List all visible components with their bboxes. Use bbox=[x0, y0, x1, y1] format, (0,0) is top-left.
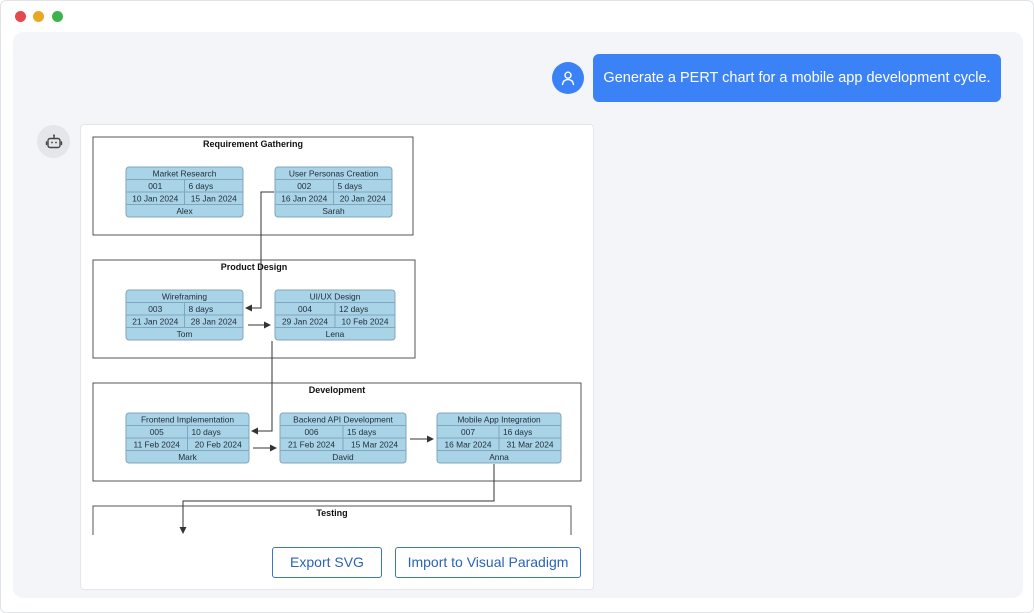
task-duration: 15 days bbox=[347, 427, 376, 437]
task-name: Wireframing bbox=[162, 292, 207, 302]
task-code: 006 bbox=[305, 427, 319, 437]
task-node-frontend-implementation: Frontend Implementation 005 10 days 11 F… bbox=[125, 412, 250, 464]
task-owner: David bbox=[332, 452, 354, 462]
task-end: 20 Feb 2024 bbox=[195, 440, 242, 450]
task-node-ui-ux-design: UI/UX Design 004 12 days 29 Jan 2024 10 … bbox=[274, 289, 396, 341]
task-end: 15 Mar 2024 bbox=[351, 440, 398, 450]
task-end: 28 Jan 2024 bbox=[191, 317, 237, 327]
task-owner: Lena bbox=[326, 329, 345, 339]
group-label-requirement-gathering: Requirement Gathering bbox=[203, 139, 303, 149]
task-duration: 6 days bbox=[189, 181, 214, 191]
task-start: 21 Feb 2024 bbox=[288, 440, 335, 450]
pert-chart-svg: Requirement Gathering Product Design Dev… bbox=[92, 136, 582, 535]
task-code: 005 bbox=[150, 427, 164, 437]
task-duration: 16 days bbox=[503, 427, 532, 437]
close-window-button[interactable] bbox=[15, 11, 26, 22]
task-start: 21 Jan 2024 bbox=[132, 317, 178, 327]
task-name: Backend API Development bbox=[293, 415, 393, 425]
task-name: Frontend Implementation bbox=[141, 415, 234, 425]
task-node-wireframing: Wireframing 003 8 days 21 Jan 2024 28 Ja… bbox=[125, 289, 244, 341]
pert-chart: Requirement Gathering Product Design Dev… bbox=[81, 125, 593, 535]
task-start: 11 Feb 2024 bbox=[134, 440, 181, 450]
task-name: UI/UX Design bbox=[310, 292, 361, 302]
user-icon bbox=[561, 71, 575, 86]
task-start: 10 Jan 2024 bbox=[132, 194, 178, 204]
minimize-window-button[interactable] bbox=[33, 11, 44, 22]
task-owner: Anna bbox=[489, 452, 509, 462]
import-to-visual-paradigm-button[interactable]: Import to Visual Paradigm bbox=[395, 547, 581, 578]
chat-area: Generate a PERT chart for a mobile app d… bbox=[13, 32, 1023, 598]
task-node-user-personas-creation: User Personas Creation 002 5 days 16 Jan… bbox=[274, 166, 393, 218]
task-owner: Tom bbox=[177, 329, 193, 339]
task-code: 001 bbox=[148, 181, 162, 191]
task-end: 31 Mar 2024 bbox=[506, 440, 553, 450]
task-code: 004 bbox=[298, 304, 312, 314]
group-requirement-gathering bbox=[92, 136, 414, 236]
user-message-bubble: Generate a PERT chart for a mobile app d… bbox=[593, 54, 1001, 102]
task-start: 16 Jan 2024 bbox=[281, 194, 327, 204]
task-duration: 5 days bbox=[338, 181, 363, 191]
task-node-market-research: Market Research 001 6 days 10 Jan 2024 1… bbox=[125, 166, 244, 218]
task-start: 29 Jan 2024 bbox=[282, 317, 328, 327]
bot-avatar bbox=[37, 125, 70, 158]
group-label-testing: Testing bbox=[316, 508, 347, 518]
user-avatar bbox=[552, 62, 584, 94]
task-duration: 8 days bbox=[189, 304, 214, 314]
group-testing bbox=[92, 505, 572, 535]
bot-response-card: Requirement Gathering Product Design Dev… bbox=[80, 124, 594, 590]
task-node-backend-api-development: Backend API Development 006 15 days 21 F… bbox=[279, 412, 407, 464]
task-code: 007 bbox=[461, 427, 475, 437]
task-end: 20 Jan 2024 bbox=[340, 194, 386, 204]
task-start: 16 Mar 2024 bbox=[444, 440, 491, 450]
connector-integration-to-testing bbox=[179, 464, 495, 534]
group-product-design bbox=[92, 259, 416, 359]
task-duration: 10 days bbox=[192, 427, 221, 437]
task-owner: Alex bbox=[176, 206, 193, 216]
task-name: Market Research bbox=[153, 169, 217, 179]
connector-uiux-to-frontend bbox=[251, 341, 273, 435]
task-code: 003 bbox=[148, 304, 162, 314]
task-end: 15 Jan 2024 bbox=[191, 194, 237, 204]
task-name: Mobile App Integration bbox=[457, 415, 541, 425]
robot-icon bbox=[45, 133, 62, 148]
task-end: 10 Feb 2024 bbox=[341, 317, 388, 327]
group-development bbox=[92, 382, 582, 482]
task-node-mobile-app-integration: Mobile App Integration 007 16 days 16 Ma… bbox=[436, 412, 562, 464]
connector-personas-to-wireframing bbox=[245, 191, 274, 312]
maximize-window-button[interactable] bbox=[52, 11, 63, 22]
task-duration: 12 days bbox=[339, 304, 368, 314]
task-owner: Mark bbox=[178, 452, 197, 462]
task-code: 002 bbox=[297, 181, 311, 191]
task-name: User Personas Creation bbox=[289, 169, 379, 179]
task-owner: Sarah bbox=[322, 206, 345, 216]
group-label-product-design: Product Design bbox=[221, 262, 288, 272]
export-svg-button[interactable]: Export SVG bbox=[272, 547, 382, 578]
group-label-development: Development bbox=[309, 385, 366, 395]
